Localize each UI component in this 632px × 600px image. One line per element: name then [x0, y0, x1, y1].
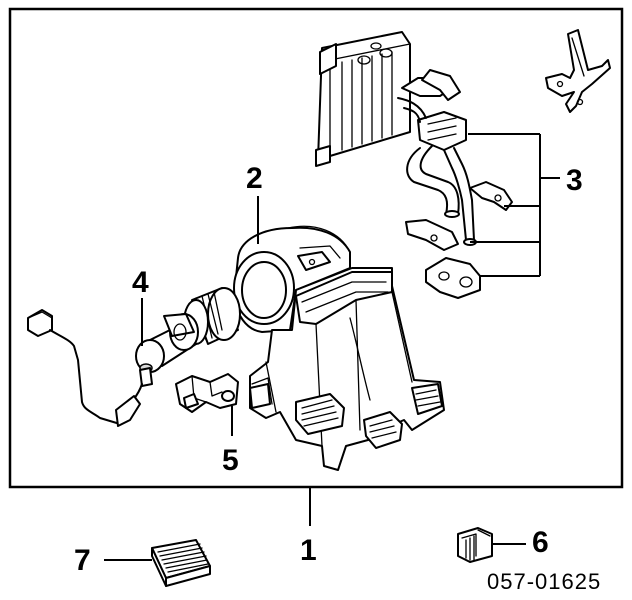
assembly-frame [8, 7, 624, 489]
diagram-code: 057-01625 [487, 569, 601, 594]
callout-5: 5 [222, 444, 239, 477]
blower-housing [233, 225, 445, 471]
blower-motor-harness [27, 309, 143, 427]
callout-2: 2 [246, 162, 263, 195]
pipe-bracket-plate [425, 257, 481, 299]
callout-1: 1 [300, 534, 317, 567]
blower-resistor [175, 373, 239, 413]
grommet-part-6 [457, 527, 493, 563]
blower-motor [135, 287, 241, 387]
mounting-bracket [545, 29, 611, 113]
callout-6: 6 [532, 526, 549, 559]
filter-part-7 [151, 539, 211, 587]
callout-3: 3 [566, 164, 583, 197]
callout-7: 7 [74, 544, 91, 577]
callout-4: 4 [132, 266, 149, 299]
leader-lines [104, 133, 560, 561]
pipe-clamp-lower [405, 219, 459, 251]
heater-pipe-assembly [397, 69, 477, 246]
heater-core [315, 31, 411, 167]
